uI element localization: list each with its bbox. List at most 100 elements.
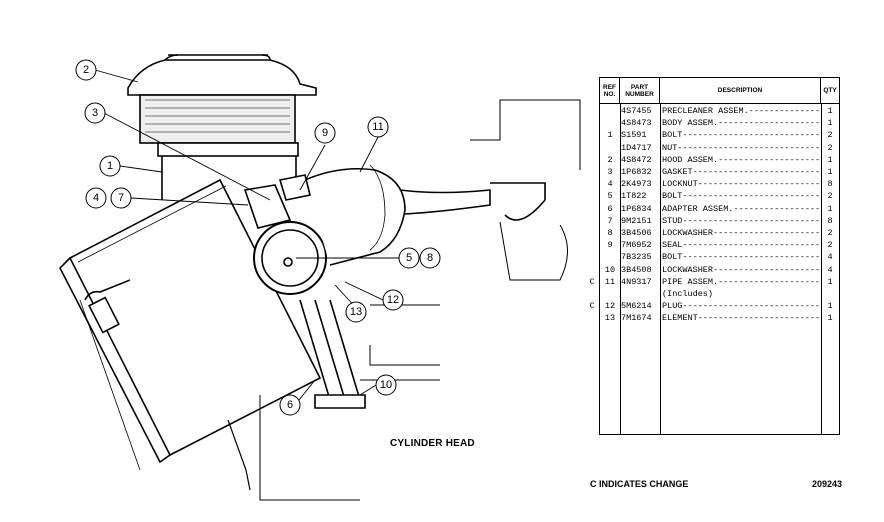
ref-number: 5	[607, 191, 613, 202]
quantity: 1	[827, 106, 833, 116]
part-number: 9M2151	[621, 215, 652, 226]
ref-number: 8	[607, 228, 613, 238]
cylinder-head-caption: CYLINDER HEAD	[390, 438, 475, 449]
change-marker: C	[589, 301, 595, 312]
callout-9-label: 9	[322, 127, 328, 139]
quantity: 1	[827, 313, 833, 324]
description: SEAL-----------------------------	[662, 240, 820, 251]
quantity: 4	[827, 264, 833, 275]
quantity: 4	[827, 252, 833, 263]
column-divider	[620, 104, 621, 434]
part-number: 5M6214	[621, 301, 652, 312]
part-number: 3B4508	[621, 264, 652, 275]
description: BODY ASSEM.--------------------	[662, 118, 820, 129]
description: STUD---------------------------	[662, 215, 820, 226]
table-row: 7 9M2151 STUD--------------------------- 8	[600, 215, 839, 227]
quantity: 2	[827, 240, 833, 251]
description: BOLT-----------------------------	[662, 252, 820, 263]
ref-number: 2	[607, 154, 613, 165]
quantity: 1	[827, 154, 833, 165]
quantity: 1	[827, 276, 833, 287]
callout-4-label: 4	[93, 192, 99, 204]
table-row: 2 4S8472 HOOD ASSEM.-------------------- 1	[600, 154, 839, 166]
parts-table: REF NO. PART NUMBER DESCRIPTION QTY 4S74…	[589, 77, 840, 435]
ref-number: 4	[607, 179, 613, 190]
part-number: 4S7455	[621, 106, 652, 116]
change-note: C INDICATES CHANGE	[590, 479, 689, 489]
callout-2-label: 2	[83, 64, 89, 76]
part-number: 1D4717	[621, 142, 652, 153]
table-row: 5 1T822 BOLT----------------------------- 2	[600, 190, 839, 202]
callout-2	[75, 59, 97, 81]
header-part-number: PART NUMBER	[620, 78, 660, 104]
description: LOCKNUT--------------------------	[662, 179, 820, 190]
callout-8	[419, 247, 441, 269]
description: PIPE ASSEM.----------------------	[662, 276, 820, 287]
callout-11	[367, 116, 389, 138]
quantity: 8	[827, 215, 833, 226]
part-number: 1P6832	[621, 167, 652, 177]
callout-1	[99, 155, 121, 177]
description: BOLT---------------------------	[662, 130, 820, 141]
header-ref: REF NO.	[600, 78, 620, 104]
callout-10-label: 10	[380, 379, 392, 391]
ref-number: 12	[604, 301, 616, 312]
callout-12	[382, 289, 404, 311]
callout-12-label: 12	[387, 294, 399, 306]
callout-13-label: 13	[350, 306, 362, 318]
precleaner-hood	[127, 59, 317, 96]
ref-number: 1	[607, 130, 613, 141]
header-description: DESCRIPTION	[660, 78, 821, 104]
table-row: 10 3B4508 LOCKWASHER----------------------…	[600, 264, 839, 276]
quantity: 1	[827, 301, 833, 312]
air-cleaner-housing	[68, 178, 322, 457]
callout-7	[110, 187, 132, 209]
description: HOOD ASSEM.--------------------	[662, 154, 820, 165]
callout-11-label: 11	[372, 121, 383, 133]
part-number: 4S8472	[621, 154, 652, 165]
part-number: 4S8473	[621, 118, 652, 129]
callout-7-label: 7	[118, 192, 124, 204]
part-number: 2K4973	[621, 179, 652, 190]
callout-9	[314, 122, 336, 144]
callout-6	[279, 394, 301, 416]
change-marker: C	[589, 276, 595, 287]
quantity: 2	[827, 228, 833, 238]
quantity: 2	[827, 142, 833, 153]
quantity: 1	[827, 203, 833, 214]
description: NUT----------------------------	[662, 142, 820, 153]
ref-number: 10	[604, 264, 616, 275]
ref-number: 7	[607, 215, 613, 226]
description: GASKET---------------------------	[662, 167, 820, 177]
table-row: 1D4717 NUT---------------------------- 2	[600, 142, 839, 154]
callout-6-label: 6	[287, 399, 293, 411]
header-qty: QTY	[821, 78, 839, 104]
quantity: 1	[827, 167, 833, 177]
part-number: 7B3235	[621, 252, 652, 263]
part-number: 3B4506	[621, 228, 652, 238]
callout-10	[375, 374, 397, 396]
ref-number: 11	[604, 276, 616, 287]
column-divider	[821, 104, 822, 434]
parts-illustration: 2 3 1 4 7 9 11 5 8 12 13 6 10	[59, 54, 581, 501]
quantity: 2	[827, 191, 833, 202]
ref-number: 6	[607, 203, 613, 214]
ref-number: 9	[607, 240, 613, 251]
description: LOCKWASHER-----------------------	[662, 228, 820, 238]
description: (Includes)	[662, 289, 714, 299]
description: ADAPTER ASSEM.-------------------	[662, 203, 820, 214]
precleaner-screen	[139, 94, 296, 144]
description: PRECLEANER ASSEM.----------------	[662, 106, 820, 116]
description: BOLT-----------------------------	[662, 191, 820, 202]
description: ELEMENT------------------------	[662, 313, 820, 324]
quantity: 1	[827, 118, 833, 129]
part-number: 1T822	[621, 191, 647, 202]
callout-8-label: 8	[427, 252, 433, 264]
description: LOCKWASHER-----------------------	[662, 264, 820, 275]
